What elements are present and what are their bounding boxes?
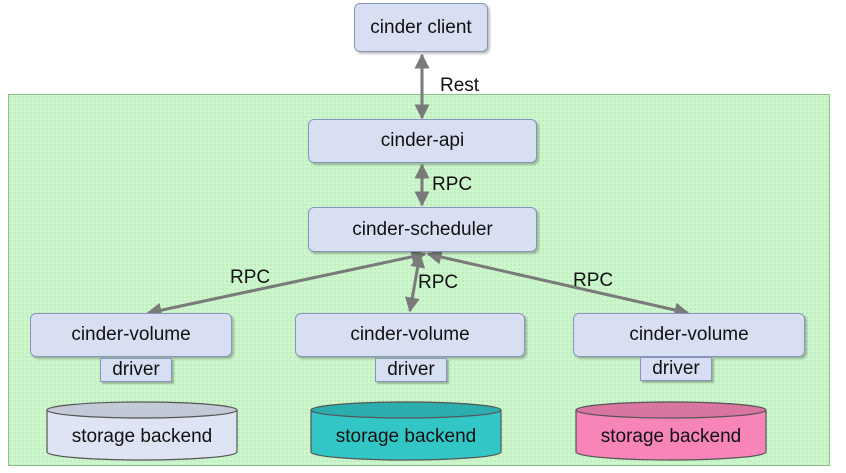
cinder-volume-box-3: cinder-volume — [573, 313, 805, 357]
scheduler-volume-left-arrow — [146, 249, 427, 318]
cinder-api-box: cinder-api — [308, 119, 537, 163]
cinder-volume-label: cinder-volume — [71, 324, 191, 345]
scheduler-volume-right-arrow — [426, 249, 690, 318]
driver-label: driver — [652, 358, 700, 379]
cinder-volume-label: cinder-volume — [629, 324, 749, 345]
storage-backend-label-1: storage backend — [72, 426, 213, 447]
storage-backend-cylinder-3: storage backend — [575, 401, 767, 461]
storage-backend-label-3: storage backend — [601, 426, 742, 447]
storage-backend-cylinder-2: storage backend — [310, 401, 502, 461]
storage-backend-label-2: storage backend — [336, 426, 477, 447]
driver-box-3: driver — [640, 357, 712, 381]
driver-box-2: driver — [375, 358, 447, 382]
rest-label: Rest — [440, 75, 480, 96]
cinder-volume-box-2: cinder-volume — [295, 313, 525, 357]
driver-box-1: driver — [100, 358, 172, 382]
rpc-middle-label: RPC — [418, 272, 459, 293]
rpc-right-label: RPC — [573, 270, 614, 291]
rpc-left-label: RPC — [230, 267, 271, 288]
scheduler-volume-middle-arrow — [404, 252, 426, 313]
driver-label: driver — [112, 359, 160, 380]
cinder-client-label: cinder client — [370, 16, 472, 38]
storage-backend-cylinder-1: storage backend — [46, 401, 238, 461]
cinder-scheduler-box: cinder-scheduler — [308, 207, 537, 252]
cinder-client-box: cinder client — [354, 3, 488, 52]
cinder-scheduler-label: cinder-scheduler — [352, 218, 493, 240]
cinder-volume-label: cinder-volume — [350, 324, 470, 345]
driver-label: driver — [387, 359, 435, 380]
cinder-api-label: cinder-api — [380, 130, 465, 151]
cinder-volume-box-1: cinder-volume — [30, 313, 232, 357]
api-scheduler-rpc-label: RPC — [432, 174, 473, 195]
